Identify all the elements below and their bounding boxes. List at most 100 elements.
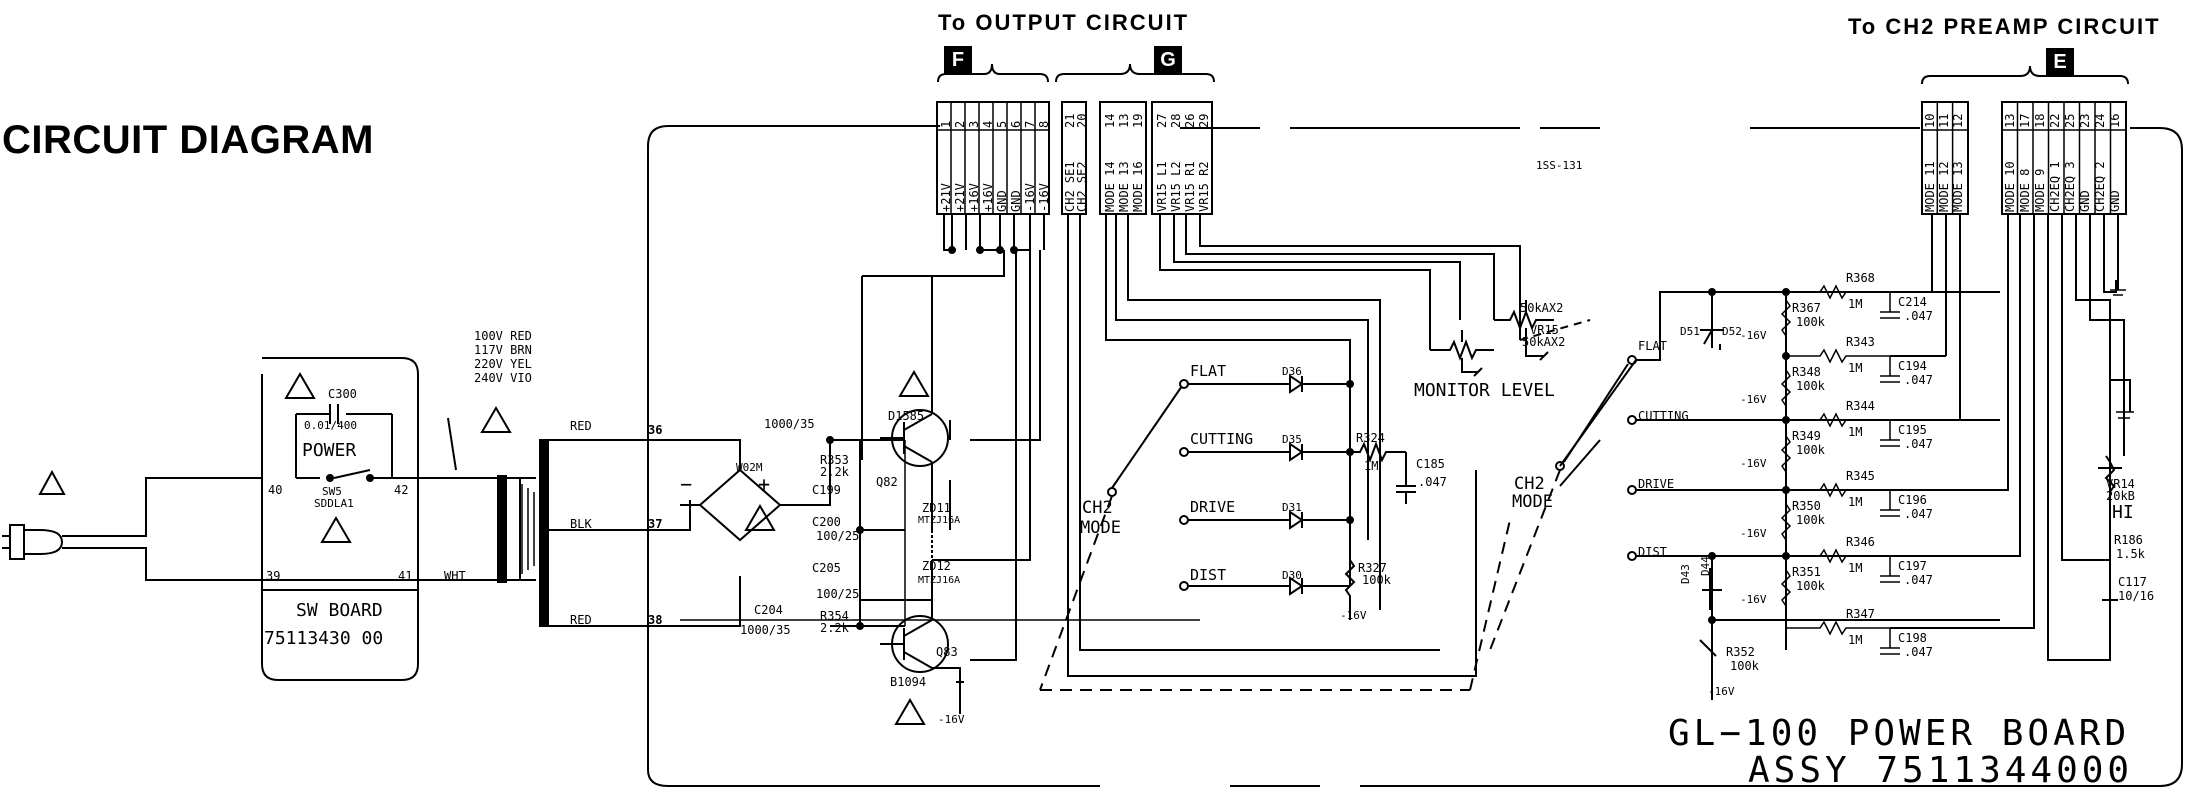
shunt-resistor-value: 100k: [1796, 513, 1825, 527]
mode-switch-left-diode: D30: [1282, 569, 1302, 582]
transformer-secondary-red-bottom: RED: [570, 613, 592, 627]
voltage-tap-label: 100V RED: [474, 329, 532, 343]
voltage-tap-label: 220V YEL: [474, 357, 532, 371]
series-resistor-value: 1M: [1848, 425, 1863, 439]
bridge-minus: −: [680, 472, 693, 496]
r353-value: 2.2k: [820, 465, 849, 479]
connector-g-pin: 20: [1075, 113, 1089, 128]
connector-g-pin: 13: [1117, 113, 1131, 128]
connector-g1-box: [1061, 101, 1087, 215]
c204-value: 1000/35: [740, 623, 791, 637]
series-resistor-label: R343: [1846, 335, 1875, 349]
mode-switch-left-diode: D35: [1282, 433, 1302, 446]
row-cap-label: C196: [1898, 493, 1927, 507]
voltage-tap-label: 117V BRN: [474, 343, 532, 357]
row-cap-value: .047: [1904, 507, 1933, 521]
mode-switch-left-position: FLAT: [1190, 362, 1227, 380]
connector_e2-signal: CH2EQ 2: [2093, 161, 2107, 212]
row-neg16: -16V: [1740, 593, 1767, 606]
connector-g-signal: VR15 R2: [1197, 161, 1211, 212]
mode-switch-left-position: CUTTING: [1190, 430, 1254, 448]
r353-label: R353: [820, 453, 849, 467]
d52-label: D52: [1722, 325, 1742, 338]
series-resistor-label: R346: [1846, 535, 1875, 549]
connector-g-pin: 27: [1155, 113, 1169, 128]
connector_e2-pin: 23: [2078, 113, 2092, 128]
series-resistor-label: R347: [1846, 607, 1875, 621]
transformer-node-36: 36: [648, 423, 663, 437]
c205-value: 100/25: [816, 587, 860, 601]
vr15-note: 50kAX2: [1520, 301, 1564, 315]
connector_f-signal: -16V: [1037, 183, 1051, 212]
connector-g-signal: MODE 14: [1103, 161, 1117, 212]
connector-g-pin: 26: [1183, 113, 1197, 128]
d51-label: D51: [1680, 325, 1700, 338]
connector-pin-dividers: [937, 102, 2126, 214]
mode-switch-right-position: FLAT: [1638, 339, 1667, 353]
connector_e1-pin: 12: [1951, 113, 1965, 128]
r354-label: R354: [820, 609, 849, 623]
row-cap-label: C198: [1898, 631, 1927, 645]
c185-value: .047: [1418, 475, 1447, 489]
connector_e2-pin: 24: [2093, 113, 2107, 128]
shunt-resistor-label: R348: [1792, 365, 1821, 379]
d43-label: D43: [1679, 564, 1692, 584]
series-resistor-label: R344: [1846, 399, 1875, 413]
connector_f-signal: GND: [1009, 190, 1023, 212]
connector-tag-f: F: [944, 46, 972, 74]
b1094-label: B1094: [890, 675, 927, 689]
shunt-resistor-label: R367: [1792, 301, 1821, 315]
diode-note-label: 1SS-131: [1536, 159, 1583, 172]
connector_f-pin: 5: [995, 120, 1009, 128]
mode-switch-left-position: DRIVE: [1190, 498, 1236, 516]
connector-g-pin: 14: [1103, 113, 1117, 128]
connector-g-signal: MODE 13: [1117, 161, 1131, 212]
connector_f-pin: 1: [939, 120, 953, 128]
sw-board-cap-ref: C300: [328, 387, 357, 401]
sw-board-switch-part: SDDLA1: [314, 497, 354, 510]
connector_e2-pin: 25: [2063, 113, 2077, 128]
mode-switch-right-label-2: MODE: [1512, 492, 1553, 512]
header-preamp-circuit: To CH2 PREAMP CIRCUIT: [1848, 14, 2161, 39]
c117-label: C117: [2118, 575, 2147, 589]
connector_e2-signal: MODE 8: [2018, 168, 2032, 212]
connector-g-signal: CH2 SE2: [1075, 161, 1089, 212]
bracket-f: [937, 63, 1049, 83]
connector_f-pin: 6: [1009, 120, 1023, 128]
q82-label: Q82: [876, 475, 898, 489]
series-resistor-value: 1M: [1848, 633, 1863, 647]
shunt-resistor-value: 100k: [1796, 379, 1825, 393]
connector_f-signal: +16V: [967, 183, 981, 212]
connector_e2-signal: GND: [2108, 190, 2122, 212]
mode-switch-left-label-2: MODE: [1080, 518, 1121, 538]
zd12-label: ZD12: [922, 559, 951, 573]
connector_e1-signal: MODE 12: [1937, 161, 1951, 212]
r324-value: 1M: [1364, 459, 1379, 473]
mode-switch-right-label-1: CH2: [1514, 474, 1545, 494]
connector-g-signal: VR15 L1: [1155, 161, 1169, 212]
zd11-label: ZD11: [922, 501, 951, 515]
row-cap-value: .047: [1904, 373, 1933, 387]
connector_e1-signal: MODE 13: [1951, 161, 1965, 212]
row-cap-label: C214: [1898, 295, 1927, 309]
board-label-line2: ASSY 7511344000: [1748, 750, 2134, 791]
vr14-label: VR14: [2106, 477, 2135, 491]
connector_e2-pin: 16: [2108, 113, 2122, 128]
r352-label: R352: [1726, 645, 1755, 659]
c117-value: 10/16: [2118, 589, 2155, 603]
mode-switch-left-neg16: -16V: [1340, 609, 1367, 622]
mode-switch-left-diode: D31: [1282, 501, 1302, 514]
connector_f-pin: 8: [1037, 120, 1051, 128]
connector_e1-signal: MODE 11: [1923, 161, 1937, 212]
sw-board-node-42: 42: [394, 483, 409, 497]
shunt-resistor-value: 100k: [1796, 579, 1825, 593]
transformer-secondary-red-top: RED: [570, 419, 592, 433]
r327-value: 100k: [1362, 573, 1391, 587]
shunt-resistor-label: R351: [1792, 565, 1821, 579]
mode-switch-right-position: DRIVE: [1638, 477, 1675, 491]
connector-g-pin: 19: [1131, 113, 1145, 128]
row-cap-value: .047: [1904, 309, 1933, 323]
connector_e2-signal: MODE 9: [2033, 168, 2047, 212]
